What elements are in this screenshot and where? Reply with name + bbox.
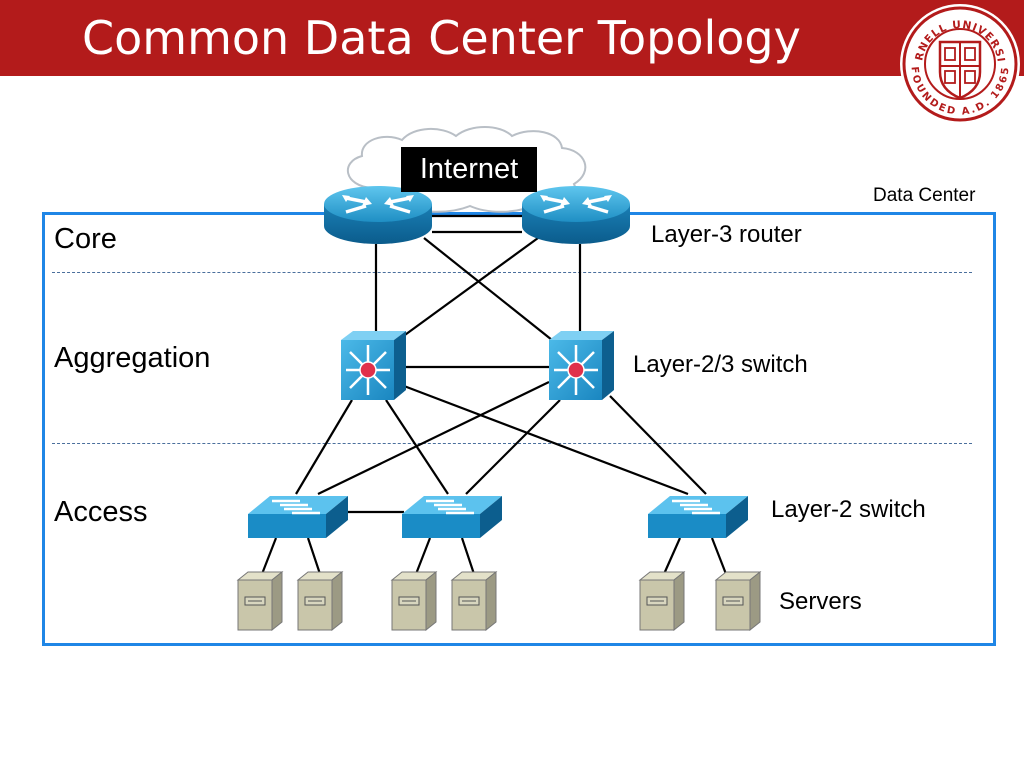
cornell-seal-icon: CORNELL UNIVERSITY FOUNDED A.D. 1865: [896, 0, 1020, 124]
network-links: [260, 214, 728, 575]
server-4-icon: [450, 570, 498, 632]
access-switch-2-icon: [402, 496, 502, 538]
link-agg2-acc2: [465, 399, 561, 495]
access-switch-1-icon: [248, 496, 348, 538]
link-acc1-srv2: [306, 537, 322, 575]
server-2-icon: [296, 570, 344, 632]
title-bar: [0, 0, 1024, 76]
link-acc2-srv4: [460, 537, 476, 575]
tier-separator-core: [52, 272, 972, 273]
slide-title: Common Data Center Topology: [82, 11, 801, 65]
link-acc2-srv3: [414, 537, 432, 575]
link-acc1-srv1: [260, 537, 278, 575]
link-r2-agg1: [397, 237, 539, 341]
tier-aggregation-label: Aggregation: [54, 342, 211, 374]
link-agg2-acc1: [317, 381, 550, 495]
server-3-icon: [390, 570, 438, 632]
tier-access-label: Access: [54, 496, 148, 528]
legend-l2-switch-label: Layer-2 switch: [771, 496, 926, 523]
agg-switch-2-icon: [549, 331, 614, 400]
server-6-icon: [714, 570, 762, 632]
data-center-boundary: [42, 212, 996, 646]
server-1-icon: [236, 570, 284, 632]
router-1-icon: [324, 186, 432, 244]
link-acc3-srv6: [710, 537, 728, 575]
link-acc3-srv5: [662, 537, 682, 575]
link-agg1-acc3: [403, 384, 689, 496]
link-agg1-acc1: [295, 399, 353, 495]
tier-core-label: Core: [54, 223, 117, 255]
server-5-icon: [638, 570, 686, 632]
legend-router-label: Layer-3 router: [651, 221, 802, 248]
link-r1-agg2: [423, 237, 553, 341]
router-2-icon: [522, 186, 630, 244]
internet-label: Internet: [401, 147, 537, 192]
legend-servers-label: Servers: [779, 588, 862, 615]
tier-separator-aggregation: [52, 443, 972, 444]
data-center-label: Data Center: [873, 185, 976, 206]
legend-l23-switch-label: Layer-2/3 switch: [633, 351, 808, 378]
agg-switch-1-icon: [341, 331, 406, 400]
access-switch-3-icon: [648, 496, 748, 538]
link-agg2-acc3: [609, 395, 707, 495]
